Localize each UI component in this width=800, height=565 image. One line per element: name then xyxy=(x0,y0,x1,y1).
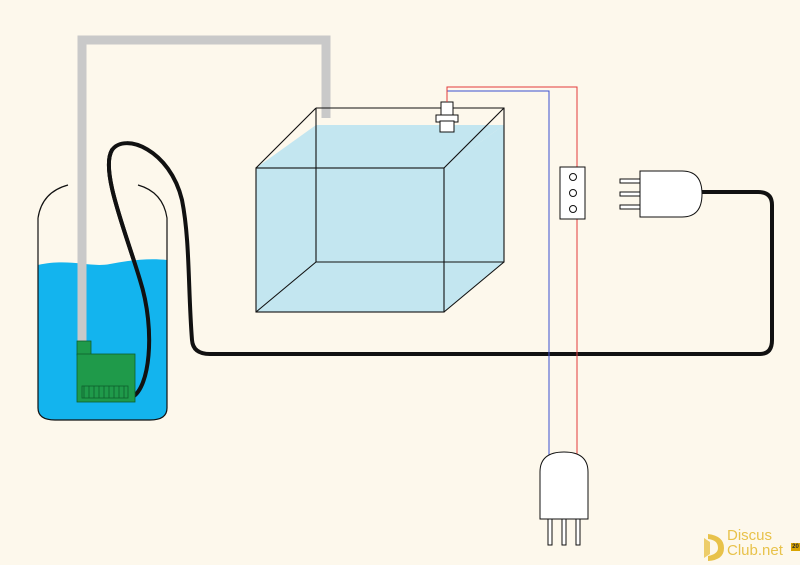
bucket-outline xyxy=(37,184,168,421)
tank-water-top xyxy=(256,125,504,168)
watermark-line1: Discus xyxy=(727,527,773,544)
pump-plug xyxy=(619,170,703,218)
discus-fish-icon xyxy=(704,534,724,561)
watermark-text: Discus Club.net xyxy=(727,528,783,558)
watermark-line2: Club.net xyxy=(727,542,783,559)
sensor-plug xyxy=(539,451,589,546)
pump-cable-inside xyxy=(106,148,152,400)
tank-water-front xyxy=(256,168,444,312)
aquarium-tank xyxy=(255,107,505,313)
submersible-pump xyxy=(76,340,136,403)
float-switch xyxy=(435,101,459,133)
water-hose xyxy=(77,35,331,345)
discusclub-watermark: Discus Club.net 20 xyxy=(700,528,800,565)
watermark-badge: 20 xyxy=(791,543,800,551)
wire-red xyxy=(446,86,578,468)
tank-water-side xyxy=(444,125,504,312)
switch-controller-box xyxy=(559,166,586,220)
